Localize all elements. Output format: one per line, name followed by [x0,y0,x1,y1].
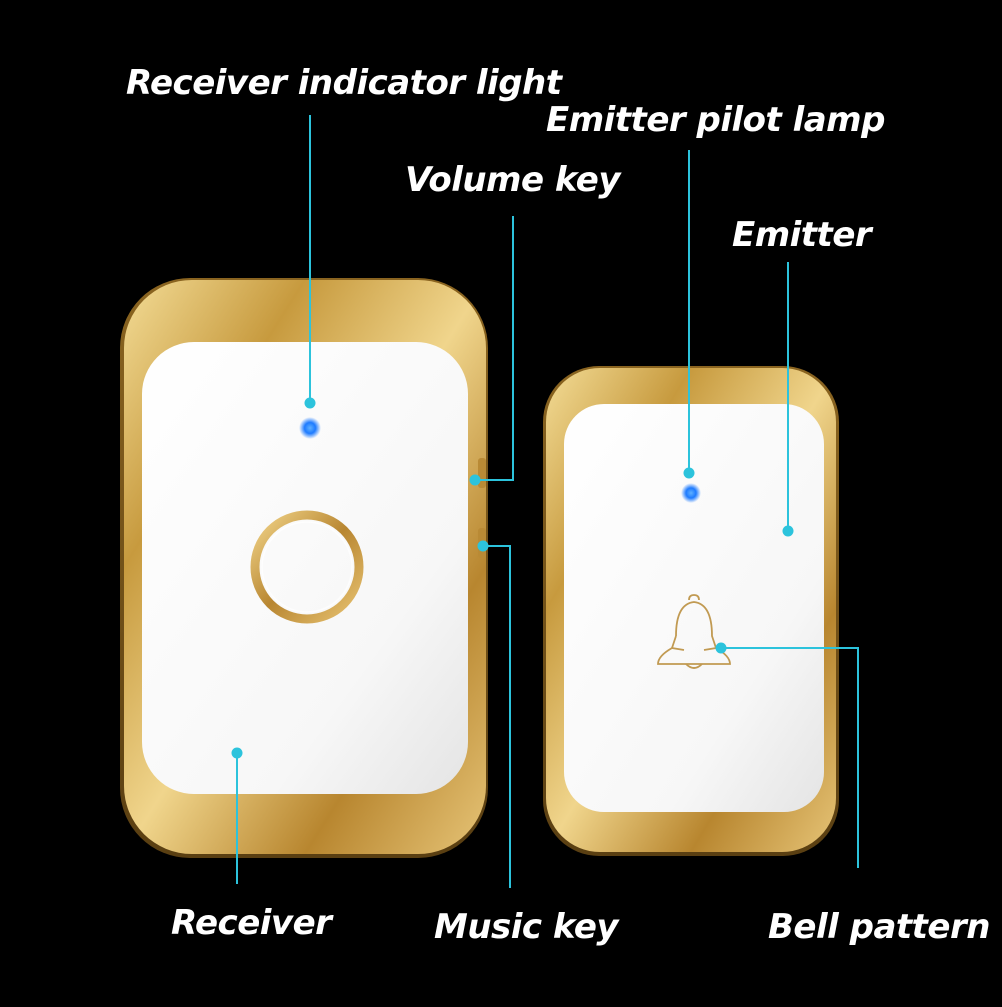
emitter-device [543,366,839,856]
callout-dot-bell-pattern [715,642,727,654]
label-receiver: Receiver [171,903,332,943]
bell-icon [657,594,731,669]
callout-dots [231,397,794,759]
gold-ring-button-icon [250,510,364,624]
receiver-device [120,278,488,858]
emitter-face [564,404,824,812]
label-receiver-indicator-light: Receiver indicator light [126,63,562,103]
label-emitter-pilot-lamp: Emitter pilot lamp [546,100,885,140]
callout-dot-receiver [231,747,243,759]
receiver-face [142,342,468,794]
label-bell-pattern: Bell pattern [768,907,990,947]
emitter-pilot-led [681,483,701,503]
callout-dot-volume-key [469,474,481,486]
callout-dot-music-key [477,540,489,552]
label-volume-key: Volume key [405,160,621,200]
callout-line-volume-key [475,216,514,481]
callout-dot-emitter [782,525,794,537]
callout-line-bell-pattern [721,647,859,868]
label-music-key: Music key [434,907,619,947]
callout-lines [236,115,859,888]
receiver-indicator-led [299,417,321,439]
callout-dot-emitter-pilot [683,467,695,479]
callout-dot-receiver-indicator [304,397,316,409]
label-emitter: Emitter [732,215,872,255]
callout-line-music-key [483,545,511,888]
